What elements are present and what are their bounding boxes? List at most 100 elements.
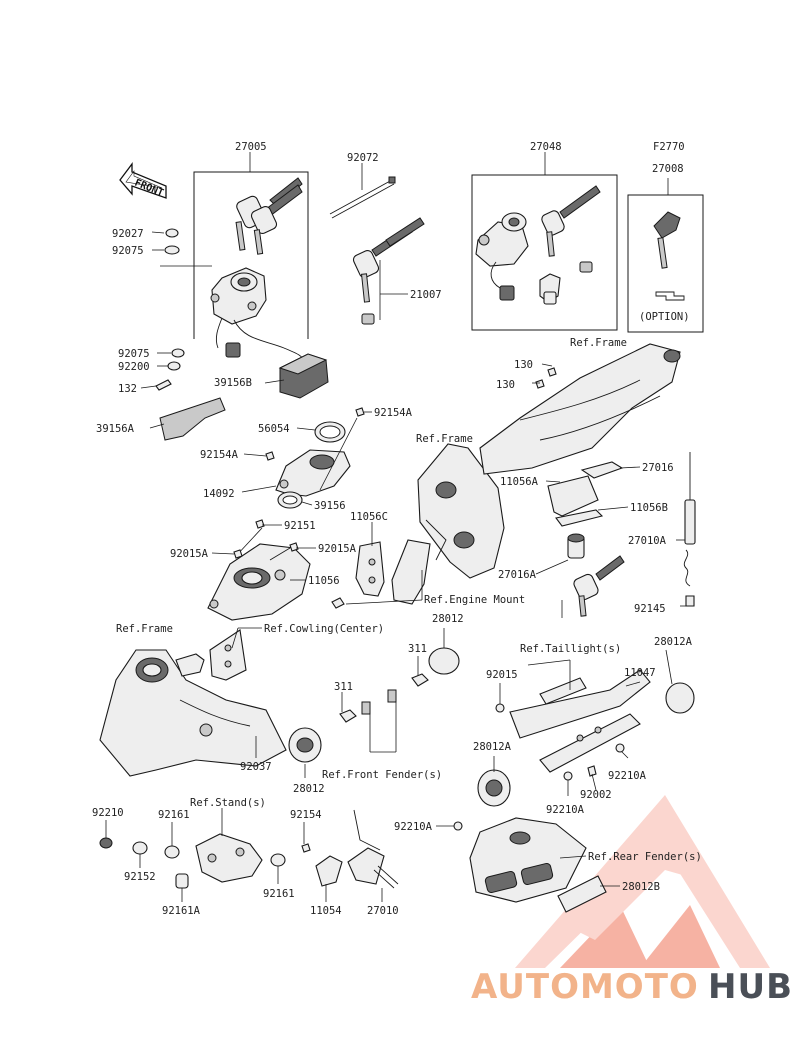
cowling-bracket-icon bbox=[175, 629, 247, 681]
label-ref-frame-top: Ref.Frame bbox=[570, 337, 627, 349]
key-blank-21007-icon bbox=[352, 217, 425, 325]
small-fasteners-icon bbox=[453, 703, 625, 831]
group-box-27008 bbox=[627, 178, 704, 333]
watermark-text-hub: HUB bbox=[708, 967, 793, 1007]
label-39156: 39156 bbox=[314, 500, 346, 512]
label-11056B: 11056B bbox=[630, 502, 668, 514]
label-92210: 92210 bbox=[92, 807, 124, 819]
engine-mount-bracket-icon bbox=[331, 539, 431, 609]
grommet-28012A-mid-icon bbox=[477, 769, 511, 807]
lock-27016A-icon bbox=[567, 533, 625, 617]
rear-frame-icon bbox=[479, 343, 681, 475]
label-28012-bottom: 28012 bbox=[293, 783, 325, 795]
label-28012-top: 28012 bbox=[432, 613, 464, 625]
label-130-b: 130 bbox=[496, 379, 515, 391]
front-arrow-icon: FRONT bbox=[119, 162, 167, 199]
taillight-bracket-11047-icon bbox=[509, 669, 651, 773]
option-key-icon bbox=[653, 211, 685, 301]
label-92210A-left: 92210A bbox=[394, 821, 433, 833]
leader-lines bbox=[105, 163, 690, 902]
grommet-28012-top-icon bbox=[428, 647, 460, 675]
sensor-27010A-icon bbox=[683, 452, 696, 607]
label-28012B: 28012B bbox=[622, 881, 660, 893]
label-311-left: 311 bbox=[334, 681, 353, 693]
label-92152: 92152 bbox=[124, 871, 156, 883]
label-92210A-mid: 92210A bbox=[546, 804, 585, 816]
group-box-27048 bbox=[471, 152, 618, 331]
label-11056: 11056 bbox=[308, 575, 340, 587]
label-92145: 92145 bbox=[634, 603, 666, 615]
label-ref-frame-left: Ref.Frame bbox=[116, 623, 173, 635]
label-92161-top: 92161 bbox=[158, 809, 190, 821]
label-92002: 92002 bbox=[580, 789, 612, 801]
label-92072: 92072 bbox=[347, 152, 379, 164]
label-27010: 27010 bbox=[367, 905, 399, 917]
label-28012A-top: 28012A bbox=[654, 636, 693, 648]
cover-39156B-icon bbox=[278, 353, 329, 399]
label-11056A: 11056A bbox=[500, 476, 539, 488]
label-ref-stand: Ref.Stand(s) bbox=[190, 797, 266, 809]
grommet-28012A-right-icon bbox=[665, 682, 695, 714]
label-21007: 21007 bbox=[410, 289, 442, 301]
rear-fender-icon bbox=[469, 817, 607, 913]
label-27008: 27008 bbox=[652, 163, 684, 175]
frame-bracket-middle-icon bbox=[417, 443, 505, 579]
label-92154A-top: 92154A bbox=[374, 407, 413, 419]
label-39156A: 39156A bbox=[96, 423, 135, 435]
label-92161A: 92161A bbox=[162, 905, 201, 917]
label-311-top: 311 bbox=[408, 643, 427, 655]
seal-ring-56054-icon bbox=[314, 421, 346, 443]
label-27016: 27016 bbox=[642, 462, 674, 474]
watermark-logo: AUTOMOTO HUB bbox=[471, 795, 793, 1007]
label-11054: 11054 bbox=[310, 905, 342, 917]
label-92200: 92200 bbox=[118, 361, 150, 373]
label-11056C: 11056C bbox=[350, 511, 388, 523]
frame-head-icon bbox=[99, 649, 287, 777]
stand-parts-icon bbox=[99, 809, 399, 889]
switch-housing-11056-icon bbox=[207, 527, 311, 621]
label-27010A: 27010A bbox=[628, 535, 667, 547]
label-92075-b: 92075 bbox=[118, 348, 150, 360]
label-27005: 27005 bbox=[235, 141, 267, 153]
label-ref-frame-mid: Ref.Frame bbox=[416, 433, 473, 445]
bracket-14092-icon bbox=[275, 449, 351, 497]
grommet-28012-bottom-icon bbox=[288, 727, 322, 763]
bolts-center-icon bbox=[233, 407, 365, 559]
label-14092: 14092 bbox=[203, 488, 235, 500]
label-92161-bottom: 92161 bbox=[263, 888, 295, 900]
label-92075-a: 92075 bbox=[112, 245, 144, 257]
washers-small-icon bbox=[155, 228, 212, 391]
option-label: (OPTION) bbox=[639, 311, 690, 323]
label-92027: 92027 bbox=[112, 228, 144, 240]
label-92015: 92015 bbox=[486, 669, 518, 681]
label-ref-taillight: Ref.Taillight(s) bbox=[520, 643, 621, 655]
bracket-11056C-icon bbox=[355, 541, 385, 597]
label-11047: 11047 bbox=[624, 667, 656, 679]
label-27048: 27048 bbox=[530, 141, 562, 153]
label-56054: 56054 bbox=[258, 423, 290, 435]
tie-strap-icon bbox=[329, 176, 396, 219]
label-ref-engine-mount: Ref.Engine Mount bbox=[424, 594, 525, 606]
label-28012A-mid: 28012A bbox=[473, 741, 512, 753]
label-130-a: 130 bbox=[514, 359, 533, 371]
part-labels: F2770 27005 92072 27048 27008 92027 9207… bbox=[92, 141, 702, 917]
ignition-switch-icon bbox=[210, 267, 305, 363]
label-92015A-right: 92015A bbox=[318, 543, 357, 555]
label-ref-front-fender: Ref.Front Fender(s) bbox=[322, 769, 442, 781]
nuts-311-icon bbox=[339, 673, 429, 723]
label-92151: 92151 bbox=[284, 520, 316, 532]
label-ref-rear-fender: Ref.Rear Fender(s) bbox=[588, 851, 702, 863]
label-92037: 92037 bbox=[240, 761, 272, 773]
ring-39156-icon bbox=[277, 491, 303, 509]
diagram-id: F2770 bbox=[653, 141, 685, 153]
ignition-key-a-icon bbox=[235, 177, 303, 255]
label-92210A-right: 92210A bbox=[608, 770, 647, 782]
label-39156B: 39156B bbox=[214, 377, 252, 389]
label-92154: 92154 bbox=[290, 809, 322, 821]
plate-11056A-B-icon bbox=[547, 475, 604, 527]
label-ref-cowling-center: Ref.Cowling(Center) bbox=[264, 623, 384, 635]
group-box-27005 bbox=[193, 152, 309, 339]
label-92154A-left: 92154A bbox=[200, 449, 239, 461]
label-92015A-left: 92015A bbox=[170, 548, 209, 560]
